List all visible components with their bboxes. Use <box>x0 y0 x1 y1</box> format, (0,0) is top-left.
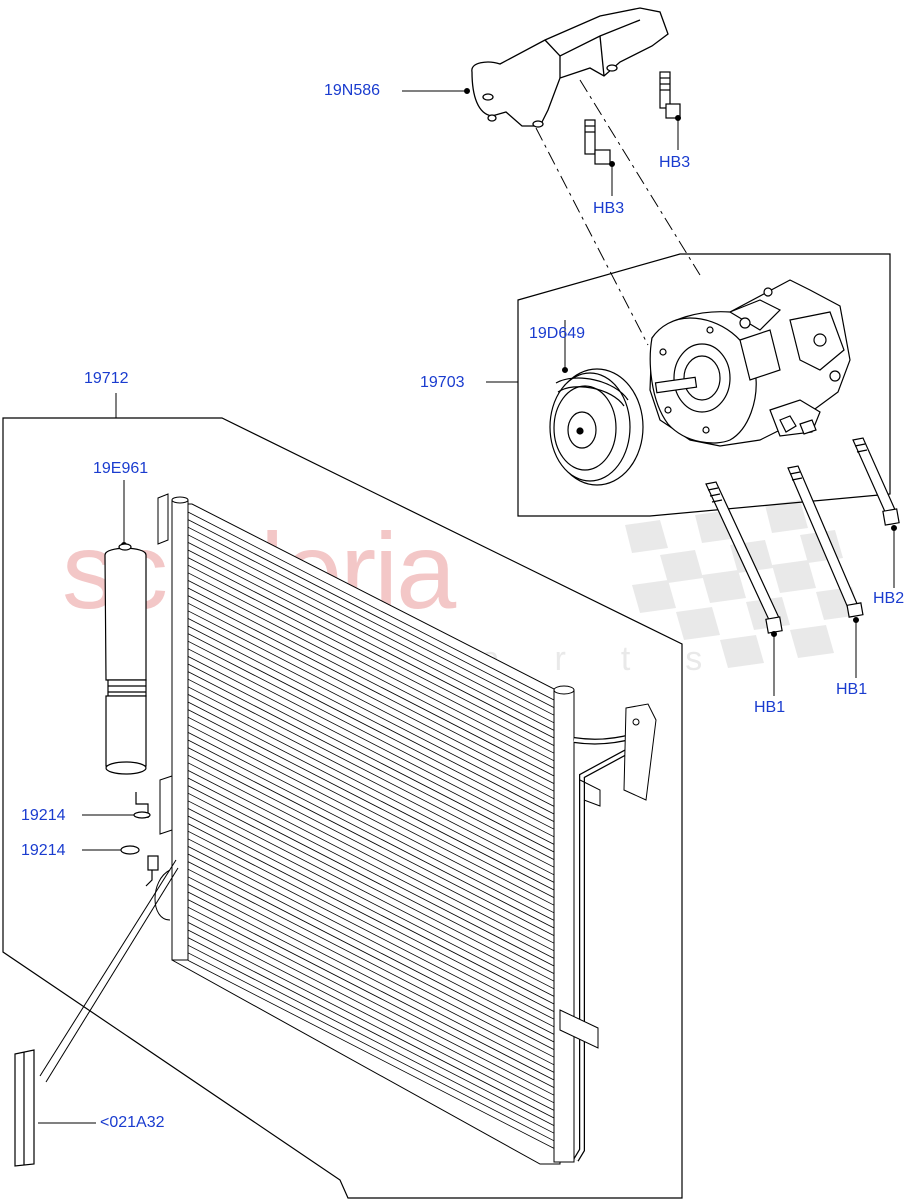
condenser-fin <box>187 914 555 1104</box>
condenser-fin <box>187 792 555 982</box>
condenser-fin <box>187 701 555 891</box>
callout-021a32[interactable]: <021A32 <box>100 1114 165 1131</box>
compressor-group-outline <box>517 253 891 517</box>
condenser-fin <box>187 640 555 830</box>
condenser-fin <box>187 656 555 845</box>
o-rings <box>120 792 159 887</box>
condenser-fin <box>187 739 555 929</box>
condenser-fin <box>187 633 555 822</box>
condenser-fin <box>187 534 555 724</box>
condenser-fin <box>187 952 555 1142</box>
callout-19n586[interactable]: 19N586 <box>324 82 381 99</box>
condenser-group-outline <box>2 417 683 1199</box>
compressor-pulley <box>549 368 644 486</box>
bolt-hb3-right <box>659 71 681 119</box>
callout-19703[interactable]: 19703 <box>420 374 465 391</box>
condenser-fin <box>187 861 555 1050</box>
condenser-core <box>154 493 657 1165</box>
condenser-fin <box>187 732 555 921</box>
condenser-fin <box>187 853 555 1043</box>
condenser-fin <box>187 808 555 997</box>
bolt-hb2 <box>852 437 900 526</box>
condenser-fin <box>187 542 555 731</box>
condenser-fin <box>187 549 555 739</box>
condenser-fin <box>187 960 555 1149</box>
condenser-fin <box>187 564 555 754</box>
condenser-fin <box>187 899 555 1088</box>
condenser-fin <box>187 519 555 708</box>
condenser-fin <box>187 777 555 967</box>
condenser-fin <box>187 800 555 990</box>
ac-compressor <box>649 279 851 447</box>
condenser-fin <box>187 678 555 868</box>
condenser-fin <box>187 884 555 1073</box>
condenser-fin <box>187 511 555 701</box>
callout-19214-lower[interactable]: 19214 <box>21 842 66 859</box>
condenser-fin <box>187 663 555 853</box>
condenser-fin <box>187 929 555 1119</box>
callout-19d649[interactable]: 19D649 <box>529 325 586 342</box>
condenser-fin <box>187 709 555 898</box>
condenser-fin <box>187 944 555 1134</box>
condenser-fin <box>187 823 555 1012</box>
bolt-hb1-right <box>787 465 864 618</box>
condenser-fin <box>187 846 555 1035</box>
condenser-fin <box>187 815 555 1005</box>
callout-hb1-right[interactable]: HB1 <box>836 681 868 698</box>
condenser-fin <box>187 762 555 952</box>
condenser-fin <box>187 618 555 807</box>
callout-leader-lines <box>38 90 679 1124</box>
callout-hb3-right[interactable]: HB3 <box>659 154 691 171</box>
condenser-fin <box>187 770 555 959</box>
bolt-hb3-left <box>584 119 611 165</box>
callout-hb1-left[interactable]: HB1 <box>754 699 786 716</box>
condenser-fin <box>187 557 555 746</box>
checkered-flag-watermark <box>625 500 860 668</box>
condenser-fin <box>187 686 555 876</box>
condenser-fin <box>187 838 555 1028</box>
condenser-fin <box>187 587 555 777</box>
condenser-fin <box>187 937 555 1126</box>
condenser-fin <box>187 602 555 792</box>
condenser-fin <box>187 830 555 1020</box>
condenser-fin <box>187 572 555 762</box>
condenser-fin <box>187 671 555 860</box>
condenser-fin <box>187 922 555 1111</box>
callout-hb3-left[interactable]: HB3 <box>593 200 625 217</box>
callout-19712[interactable]: 19712 <box>84 370 129 387</box>
bolt-hb1-left <box>705 481 783 634</box>
condenser-fin <box>187 906 555 1096</box>
hb-leader-lines <box>773 526 895 696</box>
callout-19214-upper[interactable]: 19214 <box>21 807 66 824</box>
condenser-fin <box>187 891 555 1081</box>
condenser-fin <box>187 610 555 800</box>
assembly-centerlines <box>535 79 701 346</box>
receiver-drier <box>104 543 147 775</box>
condenser-fin <box>187 716 555 906</box>
condenser-fin <box>187 595 555 784</box>
condenser-fin <box>187 526 555 716</box>
condenser-fin <box>187 724 555 914</box>
condenser-fin <box>187 868 555 1058</box>
condenser-fin <box>187 648 555 838</box>
condenser-fin <box>187 580 555 769</box>
callout-19e961[interactable]: 19E961 <box>93 460 149 477</box>
condenser-fin <box>187 785 555 974</box>
condenser-fin <box>187 747 555 936</box>
seal-strip <box>14 859 179 1167</box>
compressor-bracket <box>471 7 669 128</box>
condenser-fin <box>187 625 555 815</box>
condenser-fin <box>187 876 555 1066</box>
condenser-fin <box>187 694 555 883</box>
callout-hb2[interactable]: HB2 <box>873 590 905 607</box>
condenser-fin <box>187 754 555 944</box>
